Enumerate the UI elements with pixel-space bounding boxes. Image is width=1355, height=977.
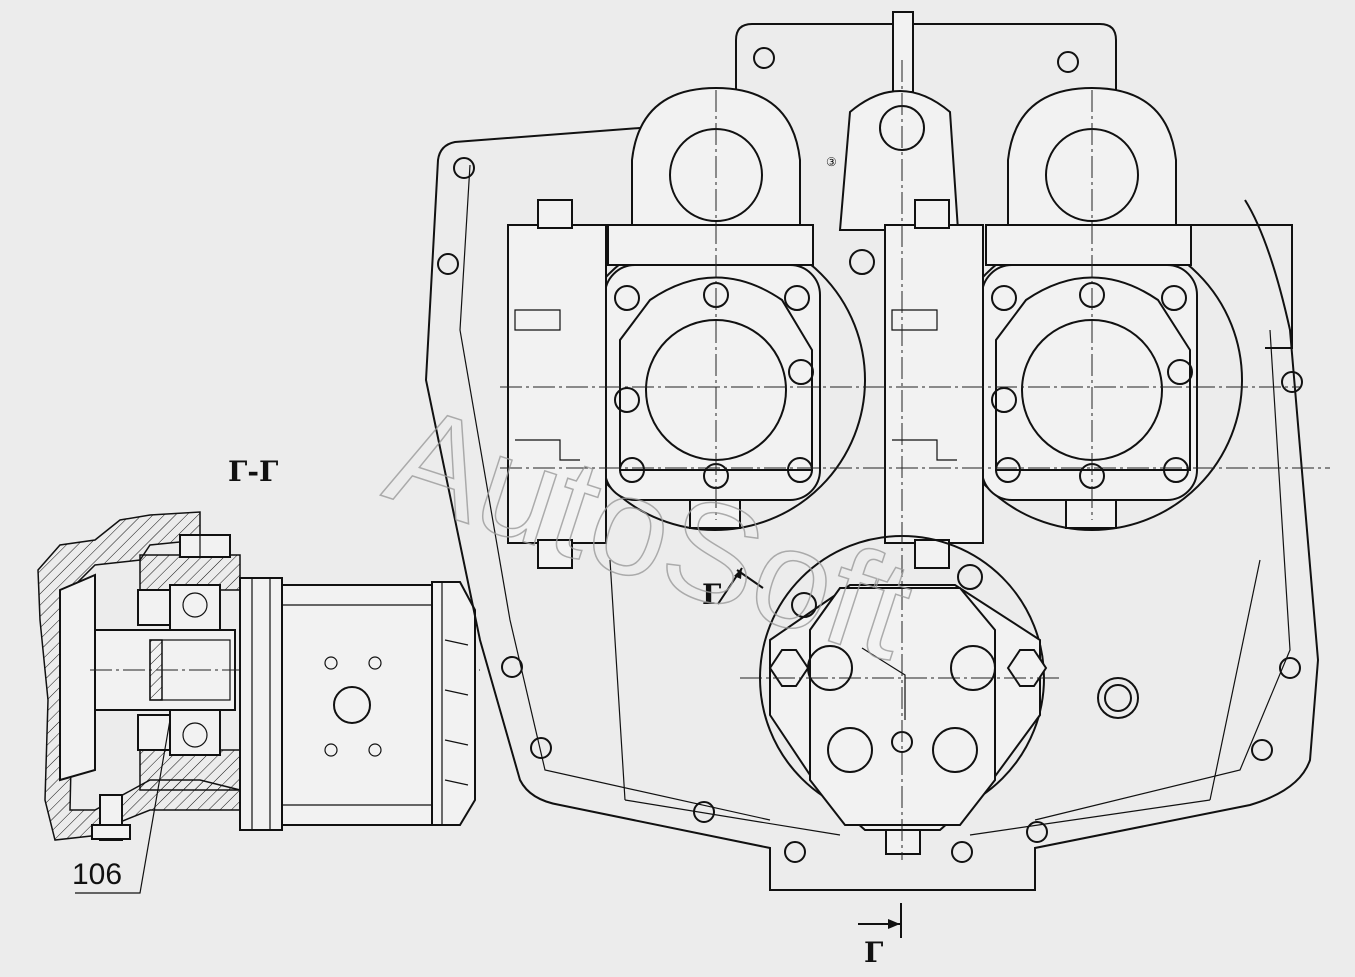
right-clamp — [985, 224, 1192, 266]
lower-drain — [885, 829, 921, 855]
pump-port — [333, 686, 371, 724]
callout-leader — [75, 719, 171, 894]
section-arrow-top — [717, 567, 764, 605]
bearing-carrier-bottom — [139, 749, 241, 791]
center-lines — [500, 60, 1330, 860]
mid-side-bracket — [884, 224, 984, 544]
screw-hole-1 — [324, 656, 338, 670]
seal-bottom — [137, 714, 171, 751]
left-clamp — [607, 224, 814, 266]
outer-housing — [424, 127, 1320, 891]
pump-body — [281, 584, 433, 826]
ball-top — [182, 592, 208, 618]
screw-hole-4 — [368, 743, 382, 757]
callout-number: 106 — [72, 858, 122, 891]
top-plate — [735, 23, 1117, 145]
section-label-bottom: Г — [864, 936, 883, 969]
screw-hole-3 — [324, 743, 338, 757]
front-view — [424, 11, 1320, 891]
pump-flange — [239, 577, 283, 831]
drain-bolt-head — [91, 824, 131, 840]
top-rod — [892, 11, 914, 93]
circled-number: ③ — [826, 155, 837, 169]
screw-hole-2 — [368, 656, 382, 670]
section-arrow-bottom — [858, 903, 902, 938]
inner-cavity — [59, 573, 96, 782]
bolt-top — [179, 534, 231, 558]
ball-bottom — [182, 722, 208, 748]
section-label-top: Г — [702, 578, 721, 611]
section-view — [37, 511, 480, 894]
mounting-holes — [437, 47, 1303, 863]
center-bracket — [838, 90, 960, 231]
left-side-bracket — [507, 224, 607, 544]
pump-end-cover — [431, 581, 476, 826]
section-title: Г-Г — [228, 455, 278, 488]
left-nut — [689, 499, 741, 529]
seal-top — [137, 589, 171, 626]
right-nut — [1065, 499, 1117, 529]
